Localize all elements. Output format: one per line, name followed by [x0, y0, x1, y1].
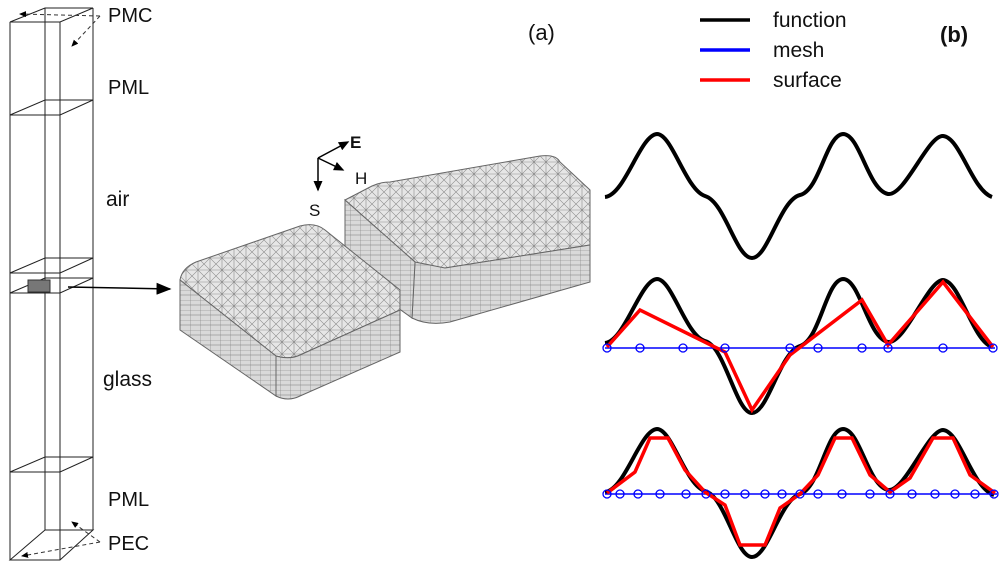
e-axis-label: E	[350, 133, 361, 152]
boundary-pointers	[19, 11, 101, 558]
mesh-node	[615, 489, 625, 499]
mesh-node	[720, 489, 730, 499]
block-left-side	[179, 278, 277, 397]
mesh-node	[635, 343, 645, 353]
mesh-node	[970, 489, 980, 499]
legend-label-function: function	[773, 9, 847, 32]
pmc-label: PMC	[108, 5, 152, 27]
s-axis-label: S	[309, 201, 320, 220]
pmc-top-face	[9, 7, 94, 23]
mesh-node	[938, 343, 948, 353]
mesh-node	[777, 489, 787, 499]
mesh-node	[795, 489, 805, 499]
pmc-pointer-1	[19, 11, 101, 18]
block-left-front	[275, 309, 401, 400]
substrate-plane-lower	[9, 277, 94, 294]
mesh-node	[701, 489, 711, 499]
meshed-block-left	[179, 224, 401, 400]
mesh-node	[602, 343, 612, 353]
h-axis-label: H	[355, 169, 367, 188]
surface-approx-bottom	[605, 436, 997, 547]
pmc-pointer-2	[71, 15, 101, 47]
block-right-front	[411, 244, 591, 324]
mesh-node	[720, 343, 730, 353]
mesh-node	[681, 489, 691, 499]
panel-b-tag: (b)	[940, 22, 968, 47]
h-axis-arrow	[317, 157, 345, 171]
zoom-arrow	[67, 282, 172, 295]
mesh-node	[930, 489, 940, 499]
glass-label: glass	[103, 368, 152, 391]
pec-bottom-face	[8, 529, 95, 561]
mesh-node	[883, 343, 893, 353]
mesh-node	[785, 343, 795, 353]
mesh-node	[813, 489, 823, 499]
pec-label: PEC	[108, 533, 149, 555]
mesh-node	[837, 489, 847, 499]
function-curve-middle	[604, 276, 993, 416]
mesh-node	[678, 343, 688, 353]
mesh-node	[633, 489, 643, 499]
pec-pointer-2	[21, 541, 101, 558]
mesh-node	[740, 489, 750, 499]
mesh-nodes-bottom	[602, 489, 999, 499]
mesh-node	[950, 489, 960, 499]
function-curve-top	[604, 131, 993, 261]
mesh-node	[813, 343, 823, 353]
mesh-node	[885, 489, 895, 499]
panel-a-tag: (a)	[528, 20, 555, 45]
nanostructure-thumbnail	[27, 279, 51, 293]
mesh-node	[988, 343, 998, 353]
pml-top-boundary	[9, 99, 94, 116]
mesh-node	[602, 489, 612, 499]
pml-top-label: PML	[108, 77, 149, 99]
mesh-node	[865, 489, 875, 499]
mesh-node	[655, 489, 665, 499]
simulation-column	[8, 7, 95, 561]
pec-pointer-1	[71, 521, 101, 543]
mesh-node	[857, 343, 867, 353]
legend-label-surface: surface	[773, 69, 842, 92]
mesh-node	[989, 489, 999, 499]
mesh-nodes-middle	[602, 343, 998, 353]
mesh-node	[907, 489, 917, 499]
legend-label-mesh: mesh	[773, 39, 824, 62]
field-axes	[313, 141, 350, 192]
legend: function mesh surface	[700, 9, 847, 92]
e-axis-arrow	[317, 141, 350, 159]
air-label: air	[106, 188, 129, 211]
pml-bottom-label: PML	[108, 489, 149, 511]
pml-bottom-boundary	[9, 456, 94, 473]
surface-approx-middle	[605, 279, 995, 414]
substrate-plane	[9, 257, 94, 274]
mesh-node	[760, 489, 770, 499]
